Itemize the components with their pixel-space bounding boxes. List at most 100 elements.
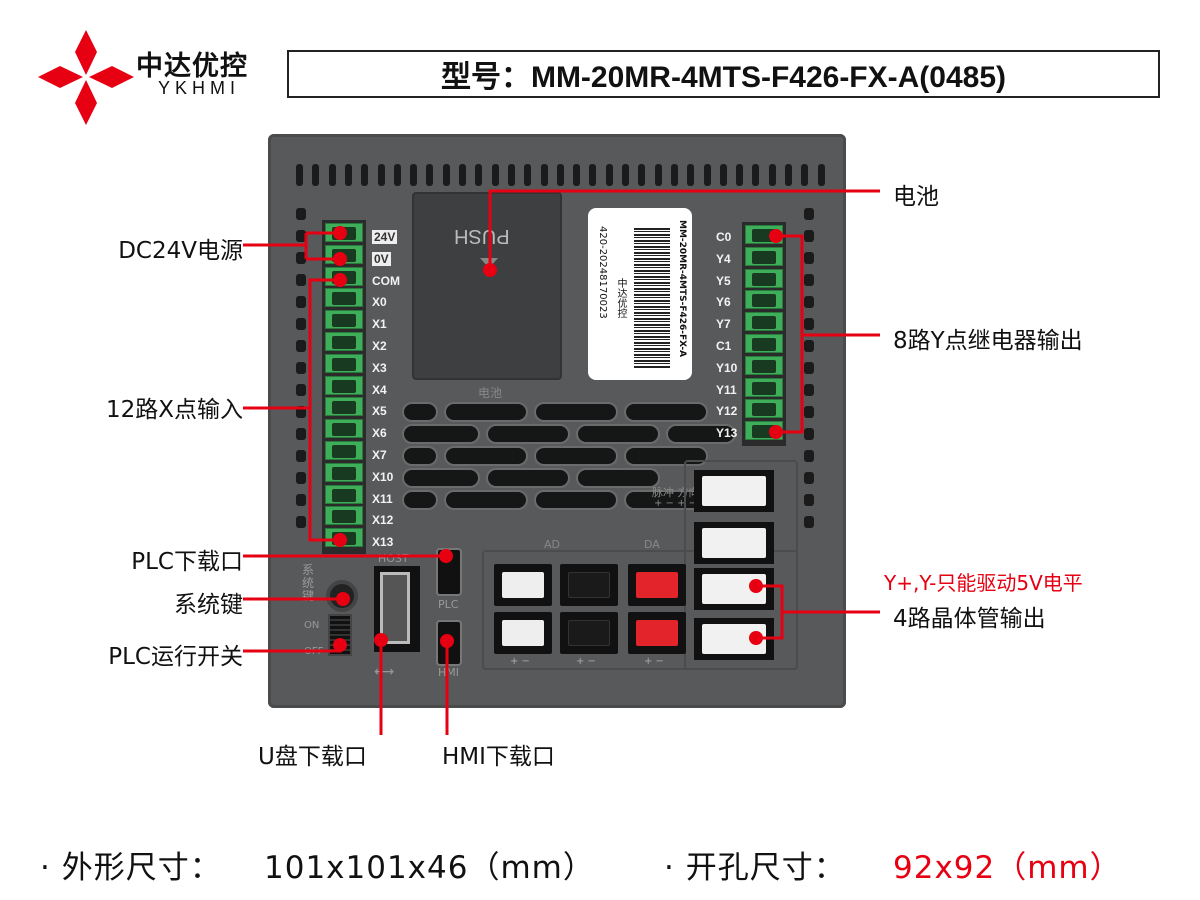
vent-slot — [687, 164, 695, 186]
vent-slot — [296, 274, 306, 286]
hmi-label: HMI — [438, 666, 460, 679]
terminal-label: C0 — [716, 230, 732, 244]
terminal-slot[interactable] — [745, 355, 783, 375]
terminal-label: Y11 — [716, 382, 737, 397]
vent-oval — [402, 402, 438, 422]
ad-connector[interactable] — [560, 612, 618, 654]
vent-slot — [296, 230, 306, 242]
output-terminal-block — [742, 222, 786, 446]
callout-sys-key: 系统键 — [174, 592, 243, 618]
callout-dot — [374, 633, 388, 647]
vent-slot — [491, 164, 499, 186]
vent-oval — [624, 402, 708, 422]
vent-oval — [534, 402, 618, 422]
vent-slot — [296, 406, 306, 418]
vent-slot — [804, 252, 814, 264]
terminal-label: X7 — [372, 448, 387, 462]
vent-slot — [442, 164, 450, 186]
terminal-slot[interactable] — [745, 268, 783, 288]
vent-slot — [804, 318, 814, 330]
terminal-slot[interactable] — [745, 334, 783, 353]
terminal-slot[interactable] — [325, 332, 363, 351]
vent-slot — [804, 428, 814, 440]
vent-slot — [736, 164, 744, 186]
vent-slot — [426, 164, 434, 186]
terminal-label: 0V — [372, 251, 391, 266]
terminal-slot[interactable] — [325, 484, 363, 504]
vent-slot — [459, 164, 466, 186]
vent-slot — [540, 164, 548, 186]
vent-slot — [524, 164, 532, 186]
terminal-slot[interactable] — [745, 246, 783, 266]
callout-y-relay: 8路Y点继电器输出 — [893, 328, 1083, 354]
terminal-slot[interactable] — [745, 290, 783, 310]
sticker-model: MM-20MR-4MTS-F426-FX-A — [677, 220, 687, 358]
terminal-slot[interactable] — [325, 375, 363, 395]
vent-slot — [296, 362, 306, 374]
terminal-slot[interactable] — [745, 312, 783, 332]
vent-oval — [402, 468, 480, 488]
terminal-label: X13 — [372, 535, 394, 550]
terminal-slot[interactable] — [325, 419, 363, 439]
outer-size-value: 101x101x46（mm） — [264, 850, 595, 886]
cutout-size-value: 92x92（mm） — [893, 850, 1122, 886]
vent-slot — [296, 318, 306, 330]
terminal-slot[interactable] — [325, 353, 363, 373]
pm-label: + − — [510, 656, 530, 667]
vent-slot — [804, 230, 814, 242]
vent-slot — [752, 164, 760, 186]
terminal-slot[interactable] — [325, 441, 363, 460]
vent-slot — [361, 164, 369, 186]
transistor-connector[interactable] — [694, 522, 774, 564]
callout-y-note: Y+,Y-只能驱动5V电平 — [884, 571, 1083, 595]
on-label: ON — [304, 620, 320, 631]
callout-dot — [483, 263, 497, 277]
ad-connector[interactable] — [494, 612, 552, 654]
vent-slot — [312, 164, 320, 186]
vent-slot — [817, 164, 825, 186]
pulse-signs: + − + − — [654, 498, 698, 509]
terminal-slot[interactable] — [325, 506, 363, 526]
callout-dc24v: DC24V电源 — [118, 238, 243, 264]
vent-slot — [296, 472, 306, 484]
vent-slot — [703, 164, 711, 186]
terminal-label: X2 — [372, 339, 387, 353]
terminal-slot[interactable] — [745, 399, 783, 419]
barcode — [634, 228, 670, 368]
terminal-label: X1 — [372, 317, 387, 332]
vent-slot — [296, 516, 306, 528]
ad-label: AD — [544, 538, 560, 551]
vent-slot — [719, 164, 727, 186]
plc-device-back: PUSH 电池 MM-20MR-4MTS-F426-FX-A 420-20248… — [268, 134, 846, 708]
vent-oval — [402, 446, 438, 466]
terminal-slot[interactable] — [325, 310, 363, 330]
vent-slot — [507, 164, 515, 186]
terminal-label: X0 — [372, 295, 387, 310]
usb-icon: ⟷ — [374, 664, 395, 680]
terminal-slot[interactable] — [325, 288, 363, 308]
callout-dot — [769, 425, 783, 439]
vent-slot — [654, 164, 662, 186]
vent-slot — [573, 164, 581, 186]
transistor-connector[interactable] — [694, 470, 774, 512]
da-connector[interactable] — [628, 564, 686, 606]
battery-cover[interactable]: PUSH — [412, 192, 562, 380]
terminal-label: C1 — [716, 339, 732, 353]
callout-run-switch: PLC运行开关 — [108, 644, 243, 670]
vent-slot — [605, 164, 613, 186]
terminal-slot[interactable] — [325, 462, 363, 482]
vent-slot — [804, 274, 814, 286]
terminal-slot[interactable] — [325, 397, 363, 417]
terminal-label: X6 — [372, 426, 387, 441]
callout-dot — [333, 273, 347, 287]
ad-connector[interactable] — [494, 564, 552, 606]
ad-connector[interactable] — [560, 564, 618, 606]
callout-usb: U盘下载口 — [258, 744, 367, 770]
vent-slot — [804, 384, 814, 396]
terminal-slot[interactable] — [745, 377, 783, 397]
terminal-label: X11 — [372, 491, 393, 506]
terminal-label: COM — [372, 273, 400, 288]
da-connector[interactable] — [628, 612, 686, 654]
terminal-label: Y4 — [716, 251, 731, 266]
